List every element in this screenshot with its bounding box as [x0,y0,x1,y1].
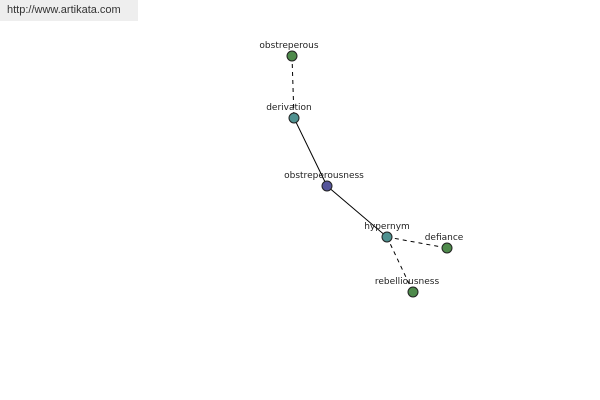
node-derivation[interactable]: derivation [266,103,312,124]
edge-obstreperous-derivation [291,55,295,119]
edges-layer [291,55,448,293]
node-label-hypernym[interactable]: hypernym [364,222,410,232]
node-defiance[interactable]: defiance [425,233,464,254]
node-hypernym[interactable]: hypernym [364,222,410,243]
node-circle-derivation[interactable] [288,112,300,124]
edge-hypernym-defiance [386,236,448,249]
node-label-obstreperous[interactable]: obstreperous [259,41,318,51]
edge-obstreperousness-hypernym [326,185,388,238]
node-rebelliousness[interactable]: rebelliousness [375,277,440,298]
node-label-derivation[interactable]: derivation [266,103,312,113]
site-url[interactable]: http://www.artikata.com [0,0,138,21]
node-circle-defiance[interactable] [441,242,453,254]
node-label-obstreperousness[interactable]: obstreperousness [284,171,364,181]
node-obstreperous[interactable]: obstreperous [259,41,319,62]
node-circle-hypernym[interactable] [381,231,393,243]
nodes-layer: obstreperous derivation obstreperousness hy… [259,41,464,298]
node-label-rebelliousness[interactable]: rebelliousness [375,277,440,287]
node-circle-obstreperousness[interactable] [321,180,333,192]
node-obstreperousness[interactable]: obstreperousness [284,171,364,192]
node-label-defiance[interactable]: defiance [425,233,464,243]
node-circle-obstreperous[interactable] [286,50,298,62]
node-circle-rebelliousness[interactable] [407,286,419,298]
edge-hypernym-rebelliousness [386,236,414,293]
edge-derivation-obstreperousness [293,117,328,187]
